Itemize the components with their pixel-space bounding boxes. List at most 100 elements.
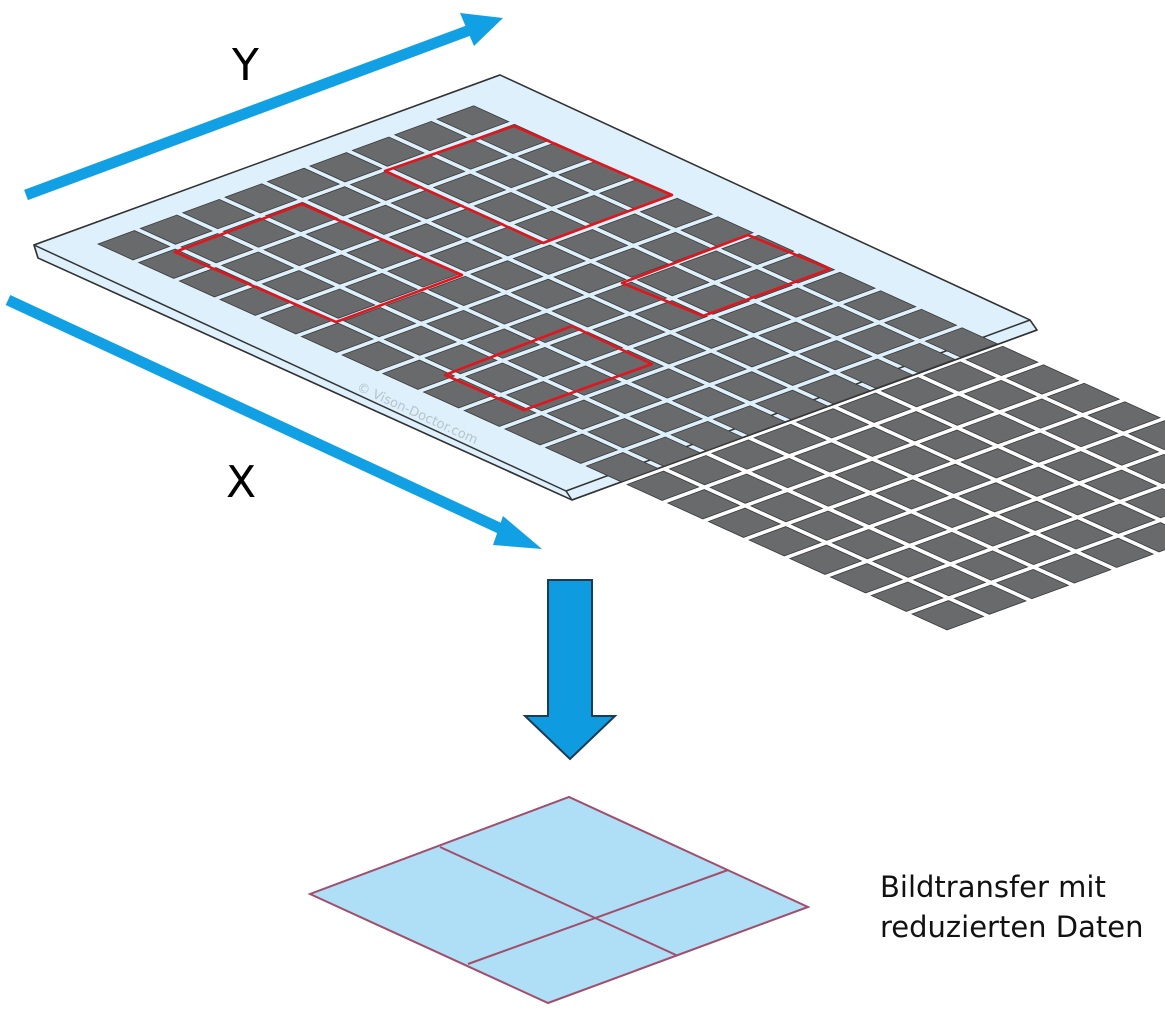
sensor-pixel [308, 152, 383, 183]
sensor-pixel [758, 321, 832, 352]
sensor-pixel [790, 510, 865, 541]
sensor-pixel [307, 186, 381, 217]
sensor-pixel [475, 157, 549, 189]
y-axis-arrow [24, 13, 503, 201]
sensor-pixel [261, 270, 336, 301]
sensor-pixel [676, 284, 751, 315]
sensor-pixel [636, 266, 710, 297]
down-arrow [522, 579, 618, 761]
sensor-board: © Vison-Doctor.com [33, 74, 1165, 631]
sensor-pixel [388, 223, 463, 254]
caption-line-1: Bildtransfer mit [880, 870, 1106, 904]
sensor-pixel [263, 235, 337, 267]
sensor-pixel [924, 327, 999, 358]
sensor-pixel [302, 288, 376, 319]
sensor-pixel [953, 584, 1027, 615]
sensor-pixel [710, 439, 785, 470]
sensor-pixel [507, 346, 581, 378]
sensor-pixel [351, 136, 425, 167]
sensor-pixel [871, 547, 946, 578]
roi-region-1 [173, 202, 464, 324]
sensor-pixel [266, 167, 341, 198]
sensor-pixel [800, 305, 875, 337]
sensor-pixel [224, 183, 298, 214]
sensor-pixel [627, 436, 702, 467]
sensor-pixel [958, 482, 1033, 513]
sensor-pixel [838, 392, 912, 423]
sensor-pixel [836, 426, 910, 457]
sensor-pixel [670, 420, 744, 452]
sensor-pixel [544, 433, 619, 464]
sensor-pixel [877, 445, 951, 476]
reduced-output-tile [307, 795, 811, 1005]
sensor-pixel [797, 374, 871, 405]
sensor-pixel [422, 378, 497, 409]
sensor-pixel [592, 315, 666, 346]
sensor-pixel [912, 566, 987, 597]
sensor-pixel [96, 230, 171, 261]
sensor-pixel [381, 359, 456, 390]
sensor-pixel [393, 120, 468, 152]
sensor-pixel [1083, 469, 1158, 500]
sensor-pixel [917, 463, 992, 494]
sensor-pixel [178, 267, 252, 298]
sensor-pixel [956, 516, 1031, 547]
sensor-pixel [512, 244, 587, 275]
sensor-pixel [427, 275, 502, 307]
sensor-pixel [473, 192, 548, 223]
sensor-pixel [788, 544, 863, 575]
sensor-pixel [597, 213, 671, 244]
sensor-pixel [425, 309, 500, 341]
sensor-pixel [841, 324, 916, 355]
sensor-pixel [554, 229, 629, 260]
sensor-pixel [549, 331, 624, 362]
sensor-pixel [1038, 553, 1112, 584]
sensor-pixel [1087, 401, 1161, 432]
sensor-pixel [222, 217, 297, 248]
sensor-pixel [1041, 485, 1116, 516]
sensor-pixel [510, 278, 585, 309]
sensor-pixel [834, 460, 909, 492]
sensor-pixel [587, 418, 661, 449]
sensor-pixel [590, 349, 665, 381]
sensor-pixel [880, 377, 955, 408]
roi-region-2 [383, 124, 674, 245]
sensor-pixel [1044, 416, 1119, 448]
x-axis-label: X [226, 457, 256, 508]
sensor-pixel [344, 272, 419, 304]
sensor-pixel [675, 318, 749, 349]
sensor-pixel [1005, 364, 1080, 395]
sensor-pixel [300, 322, 375, 353]
sensor-pixel [916, 497, 990, 529]
sensor-pixel [639, 197, 714, 229]
sensor-pixel [997, 534, 1072, 566]
sensor-pixel [1126, 453, 1165, 485]
sensor-pixel [468, 294, 542, 325]
sensor-pixel [961, 414, 1036, 445]
sensor-pixel [432, 173, 507, 204]
sensor-pixel [548, 365, 622, 396]
sensor-pixel [843, 290, 917, 321]
sensor-pixel [181, 198, 256, 230]
sensor-pixel [792, 476, 866, 507]
sensor-pixel [1046, 382, 1121, 414]
sensor-pixel [1124, 488, 1165, 519]
sensor-pixel [719, 268, 793, 300]
sensor-pixel [629, 402, 704, 433]
sensor-pixel [712, 405, 787, 436]
sensor-pixel [668, 455, 743, 486]
sensor-pixel [341, 341, 415, 372]
sensor-pixel [347, 204, 422, 235]
sensor-pixel [1004, 398, 1078, 429]
sensor-pixel [632, 334, 707, 365]
sensor-pixel [963, 379, 1038, 411]
x-axis-arrow [5, 295, 542, 549]
output-tile [307, 795, 811, 1005]
sensor-pixel [464, 362, 539, 393]
sensor-pixel [1085, 435, 1160, 466]
sensor-pixel [1128, 420, 1165, 451]
sensor-pixel [593, 281, 668, 312]
sensor-pixel [588, 383, 663, 415]
sensor-pixel [799, 340, 873, 371]
sensor-pixel [436, 105, 510, 136]
